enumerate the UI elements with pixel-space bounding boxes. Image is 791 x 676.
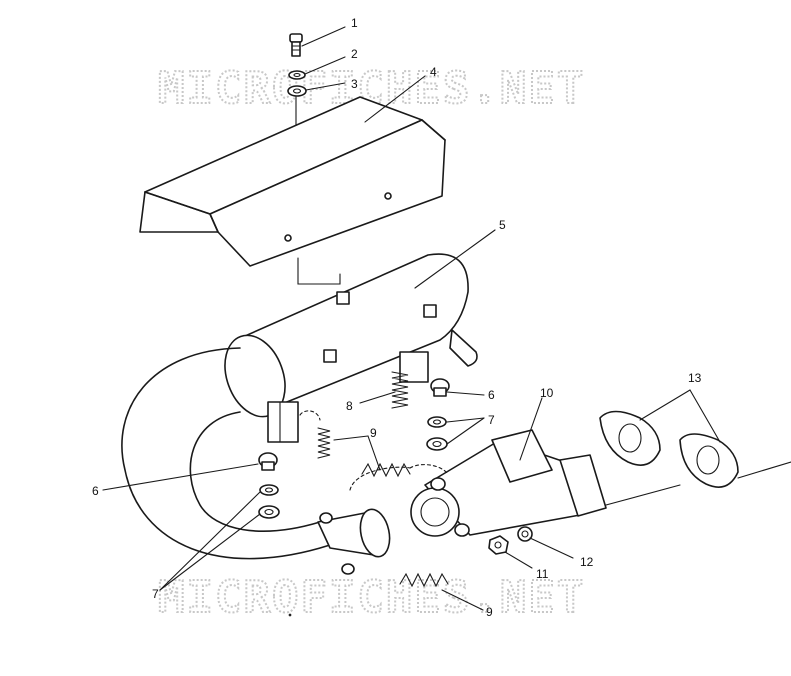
heat-shield [139, 96, 446, 285]
callout-10: 10 [540, 386, 554, 400]
callout-12: 12 [580, 555, 594, 569]
callout-11: 11 [536, 567, 549, 581]
callout-9-upper: 9 [370, 426, 377, 440]
callout-9-lower: 9 [486, 605, 493, 619]
callout-1: 1 [351, 16, 358, 30]
callout-labels: 1 2 3 4 5 6 6 7 7 8 9 9 10 11 12 13 [92, 16, 702, 619]
stray-dot [288, 613, 292, 617]
callout-7-right: 7 [488, 413, 495, 427]
callout-8: 8 [346, 399, 353, 413]
callout-7-left: 7 [152, 587, 159, 601]
exhaust-manifold [410, 429, 607, 537]
callout-6-right: 6 [488, 388, 495, 402]
grommets-washers [258, 378, 450, 519]
leader-lines [102, 26, 721, 611]
muffler [224, 253, 478, 443]
callout-13: 13 [688, 371, 702, 385]
springs [299, 371, 449, 588]
callout-3: 3 [351, 77, 358, 91]
exhaust-pipe [121, 347, 391, 575]
callout-6-left: 6 [92, 484, 99, 498]
callout-4: 4 [430, 65, 437, 79]
watermark-bottom: MICROFICHES.NET [158, 572, 585, 623]
callout-5: 5 [499, 218, 506, 232]
gaskets [599, 410, 791, 506]
callout-2: 2 [351, 47, 358, 61]
nut-washer [488, 526, 533, 555]
